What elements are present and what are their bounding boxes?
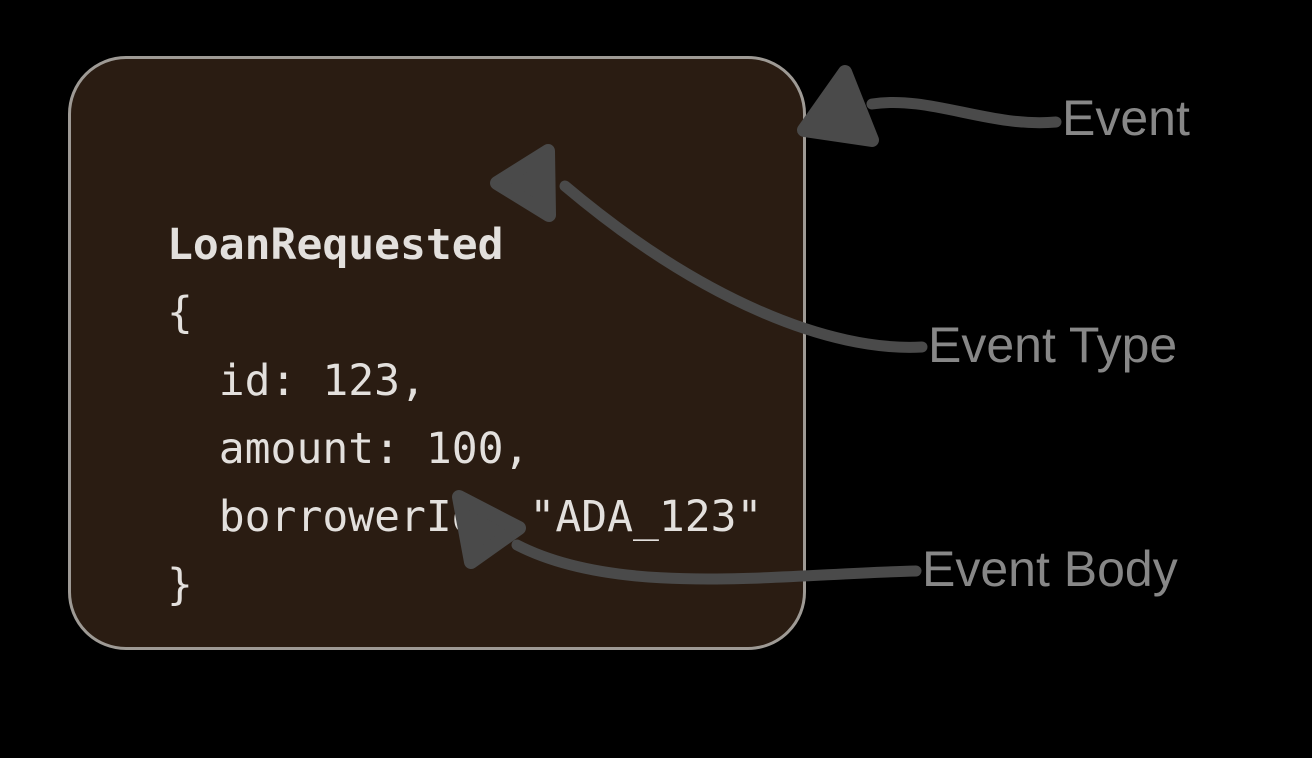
- event-type-name: LoanRequested: [167, 220, 504, 270]
- event-body-field-amount: amount: 100,: [167, 424, 530, 474]
- event-arrowhead-icon: [797, 65, 879, 147]
- event-connector-line: [866, 96, 1062, 129]
- event-card-text: LoanRequested { id: 123, amount: 100, bo…: [167, 211, 867, 619]
- annotation-label-event-type: Event Type: [928, 317, 1178, 373]
- annotation-label-event: Event: [1062, 90, 1190, 146]
- event-body-close-brace: }: [167, 560, 193, 610]
- event-body-open-brace: {: [167, 288, 193, 338]
- annotation-label-event-body: Event Body: [922, 541, 1178, 597]
- event-card: LoanRequested { id: 123, amount: 100, bo…: [68, 56, 806, 650]
- event-body-field-id: id: 123,: [167, 356, 426, 406]
- event-body-field-borrower-id: borrowerId: "ADA_123": [167, 492, 763, 542]
